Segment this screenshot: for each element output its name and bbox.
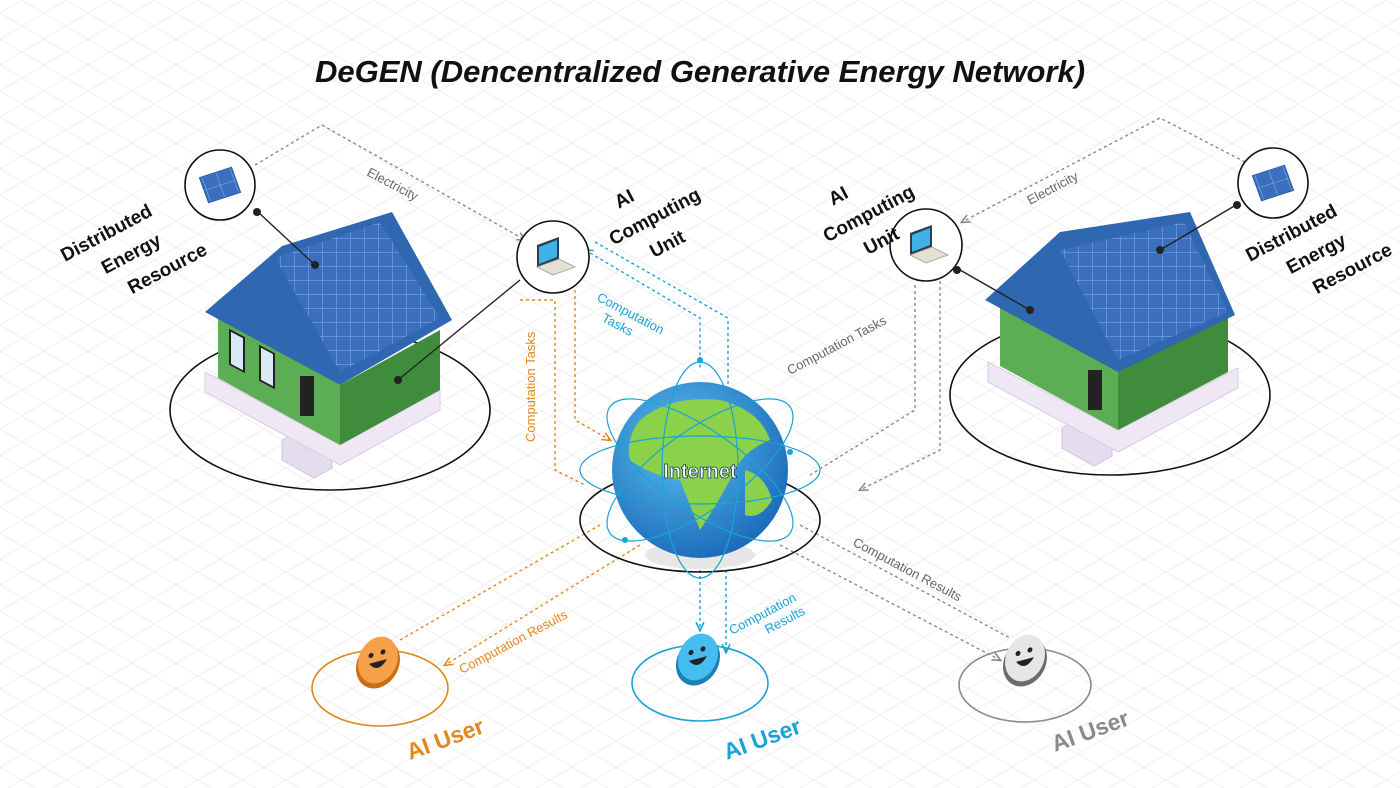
smiley-icon xyxy=(1003,634,1047,687)
laptop-icon xyxy=(535,237,577,276)
ai-user-orange xyxy=(311,636,449,727)
tasks-orange-line-2 xyxy=(520,299,586,486)
results-orange-line xyxy=(445,544,641,665)
house-left-solar-panels xyxy=(275,222,440,372)
orange-user-up-line xyxy=(399,524,601,641)
ai-user-gray xyxy=(958,634,1092,723)
globe-icon xyxy=(579,357,821,579)
house-left-door xyxy=(300,376,314,416)
solar-panel-icon-left xyxy=(184,149,261,221)
ai-computing-unit-left xyxy=(516,220,590,294)
house-right xyxy=(949,204,1271,476)
gray-user-line xyxy=(799,524,1011,639)
page-title: DeGEN (Dencentralized Generative Energy … xyxy=(315,54,1085,89)
internet-node: Internet xyxy=(579,357,821,579)
house-right-door xyxy=(1088,370,1102,410)
laptop-icon xyxy=(908,225,950,264)
house-right-solar-panels xyxy=(1060,222,1228,360)
results-gray-line xyxy=(779,544,1000,660)
tasks-orange-label: Computation Tasks xyxy=(523,331,538,442)
electricity-right-line xyxy=(962,117,1246,222)
connections xyxy=(254,117,1246,665)
electricity-left-line xyxy=(254,124,525,240)
smiley-icon xyxy=(356,636,400,689)
tasks-gray-line xyxy=(860,275,941,490)
smiley-icon xyxy=(676,633,720,686)
solar-panel-icon-right xyxy=(1233,147,1309,219)
ai-user-blue xyxy=(631,633,769,722)
ai-computing-unit-right xyxy=(889,208,963,282)
internet-label: Internet xyxy=(663,461,737,483)
tasks-blue-line xyxy=(585,250,701,370)
tasks-orange-line xyxy=(574,290,610,440)
house-left xyxy=(169,211,521,491)
